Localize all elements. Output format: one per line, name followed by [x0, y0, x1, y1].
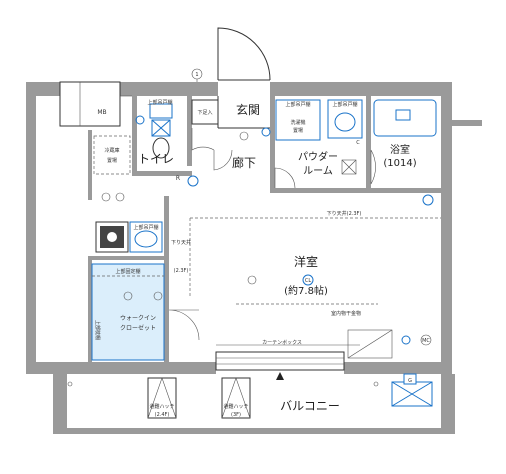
entrance-downlight-icon	[239, 131, 249, 141]
kitchen-area: 冷蔵庫 置場 上部吊戸棚 R	[93, 135, 199, 253]
western-room: 下り天井(2.3F) 下り天井 (2.3F) 洋室 CL (約7.8帖) 室内物…	[171, 210, 441, 359]
side-ceiling-label-2: (2.3F)	[174, 268, 189, 274]
bathroom: 浴室 (1014)	[370, 99, 437, 206]
sink-icon	[334, 112, 356, 132]
kitchen-sink-icon	[129, 221, 163, 253]
room-light-icon	[401, 335, 411, 345]
balcony-label: バルコニー	[280, 399, 340, 413]
toilet-door-swing	[191, 128, 215, 151]
kitchen-outlet-icon	[101, 192, 111, 202]
western-room-size: (約7.8帖)	[284, 284, 328, 297]
walk-in-label-2: クローゼット	[120, 324, 156, 332]
mc-icon	[420, 334, 432, 346]
interior-walls	[88, 96, 441, 362]
closet-outlet-icon	[153, 291, 163, 301]
svg-text:1: 1	[195, 72, 198, 78]
hatch-2-label-2: (3F)	[231, 412, 241, 418]
lowered-ceiling-label: 下り天井(2.3F)	[327, 210, 362, 217]
hatch-1-label-1: 避難ハッチ	[149, 403, 174, 410]
mb-shaft: MB	[59, 81, 132, 127]
hallway-label: 廊下	[232, 155, 256, 170]
entrance-light-icon	[261, 127, 271, 137]
entrance-label: 玄関	[236, 102, 260, 117]
hatch-2-label-1: 避難ハッチ	[223, 403, 248, 410]
front-door-swing	[217, 27, 271, 81]
balcony: 避難ハッチ (2.4F) 避難ハッチ (3F) バルコニー G	[67, 373, 433, 419]
mark-g: G	[408, 378, 412, 384]
toilet-label: トイレ	[138, 152, 174, 166]
exterior-walls	[26, 82, 482, 434]
ceiling-light-icon	[302, 274, 314, 286]
hatch-1-label-2: (2.4F)	[155, 412, 170, 418]
kitchen-shelf-note: 上部吊戸棚	[133, 224, 158, 231]
mark-c: C	[356, 140, 360, 146]
balcony-window	[215, 351, 345, 380]
mb-label: MB	[97, 109, 106, 116]
hallway-area: 廊下	[213, 149, 256, 171]
closet-light-icon	[123, 291, 133, 301]
upper-shelf-label: 上部固定棚	[115, 268, 140, 275]
bath-vent-icon	[422, 194, 434, 206]
toilet-outlet-icon	[135, 115, 145, 125]
side-ceiling-label-1: 下り天井	[171, 239, 191, 246]
powder-door-swing	[274, 167, 296, 189]
mark-mc: MC	[422, 338, 430, 344]
mark-r: R	[176, 175, 180, 182]
powder-room-label-1: パウダー	[298, 150, 338, 163]
bath-door-swing	[370, 149, 376, 185]
ac-unit-icon	[347, 329, 393, 359]
powder-room: 洗濯機 置場 上部吊戸棚 上部吊戸棚 C パウダー ルーム	[274, 99, 363, 189]
curtain-box-label: カーテンボックス	[262, 339, 302, 346]
bathroom-size: (1014)	[383, 158, 416, 169]
sink-shelf-note: 上部吊戸棚	[332, 101, 357, 108]
shoe-storage-label: 下足入	[197, 110, 212, 116]
closet-door-swing	[168, 309, 200, 341]
fridge-label-1: 冷蔵庫	[104, 147, 119, 154]
toilet-room: トイレ 上部吊戸棚	[135, 99, 215, 166]
toilet-shelf-note: 上部吊戸棚	[147, 99, 172, 106]
r-light-icon	[187, 175, 199, 187]
powder-room-label-2: ルーム	[303, 165, 333, 177]
bathroom-label: 浴室	[390, 143, 410, 156]
ceiling-light-label: CL	[305, 278, 311, 284]
shelf-pipe-label: 上部枕棚	[94, 320, 101, 340]
western-room-label: 洋室	[294, 254, 318, 269]
entry-arrow-icon	[276, 372, 284, 380]
walk-in-label-1: ウォークイン	[120, 314, 156, 322]
bath-tap-icon	[395, 109, 411, 121]
kitchen-outlet-icon-2	[115, 192, 125, 202]
washer-label-2: 置場	[293, 127, 303, 134]
room-outlet-icon	[247, 275, 257, 285]
fridge-label-2: 置場	[107, 157, 117, 164]
washer-shelf-note: 上部吊戸棚	[285, 101, 310, 108]
hallway-door-swing	[213, 149, 233, 171]
entrance-area: 下足入 玄関	[191, 96, 271, 141]
washer-label-1: 洗濯機	[290, 119, 305, 126]
indoor-drying-label: 室内物干金物	[331, 310, 361, 317]
walk-in-closet: 上部固定棚 ウォークイン クローゼット 上部枕棚	[91, 263, 200, 361]
